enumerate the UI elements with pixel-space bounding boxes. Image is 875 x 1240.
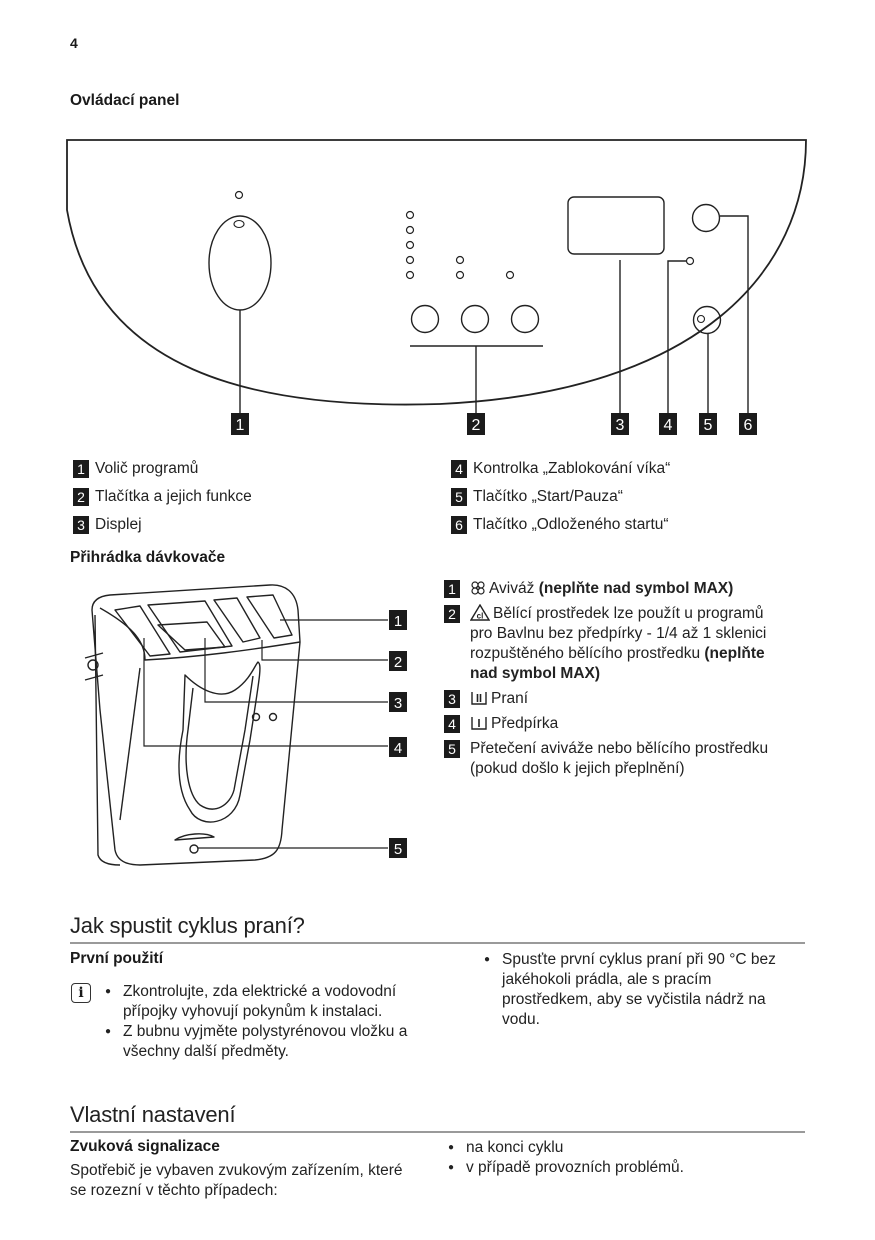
- bleach-triangle-icon: cl: [470, 604, 490, 621]
- dispenser-legend: 1 Aviváž (neplňte nad symbol MAX) 2 cl B…: [444, 579, 790, 784]
- callout-badge-5: 5: [699, 413, 717, 435]
- option-button-1: [410, 304, 440, 334]
- sound-signal-paragraph: Spotřebič je vybaven zvukovým zařízením,…: [70, 1162, 403, 1199]
- legend-badge: 1: [444, 580, 460, 598]
- legend-badge: 2: [444, 605, 460, 623]
- first-use-heading: První použití: [70, 950, 163, 967]
- legend-text: Volič programů: [95, 460, 199, 477]
- dispenser-callout-3: 3: [389, 692, 407, 712]
- callout-label: 4: [664, 417, 673, 434]
- legend-text: Tlačítka a jejich funkce: [95, 488, 252, 505]
- softener-flower-icon: [471, 581, 485, 595]
- sound-signal-list: na konci cyklu v případě provozních prob…: [446, 1138, 786, 1178]
- dispenser-callout-2: 2: [389, 651, 407, 671]
- program-selector-knob-icon: [208, 215, 272, 311]
- dispenser-item-4: 4 Předpírka: [444, 714, 790, 734]
- section-divider: [70, 1131, 805, 1133]
- section-divider: [70, 942, 805, 944]
- callout-label: 6: [744, 417, 753, 434]
- lid-lock-led: [685, 256, 695, 266]
- legend-item: 2 Tlačítka a jejich funkce: [73, 483, 252, 511]
- callout-label: 3: [616, 417, 625, 434]
- list-item: Zkontrolujte, zda elektrické a vodovodní…: [103, 982, 423, 1022]
- dispenser-callout-5: 5: [389, 838, 407, 858]
- dispenser-item-2: 2 cl Bělící prostředek lze použít u prog…: [444, 604, 790, 684]
- control-panel-legend-left: 1 Volič programů 2 Tlačítka a jejich funkc…: [73, 455, 252, 539]
- list-item: v případě provozních problémů.: [446, 1158, 786, 1178]
- dispenser-callout-4: 4: [389, 737, 407, 757]
- legend-badge: 6: [451, 515, 467, 534]
- legend-text: Praní: [491, 690, 529, 707]
- page-number: 4: [70, 35, 78, 51]
- legend-badge: 3: [444, 690, 460, 708]
- callout-label: 5: [704, 417, 713, 434]
- legend-badge: 1: [73, 459, 89, 478]
- section-title-start: Jak spustit cyklus praní?: [70, 913, 305, 938]
- callout-label: 1: [394, 613, 402, 630]
- legend-item: 1 Volič programů: [73, 455, 252, 483]
- legend-item: 6 Tlačítko „Odloženého startu“: [451, 511, 670, 539]
- legend-bold-text: (neplňte nad symbol MAX): [538, 580, 734, 597]
- dispenser-body: [91, 584, 301, 866]
- legend-text: Aviváž: [489, 580, 539, 597]
- callout-badge-3: 3: [611, 413, 629, 435]
- legend-badge: 3: [73, 515, 89, 534]
- dispenser-item-1: 1 Aviváž (neplňte nad symbol MAX): [444, 579, 790, 599]
- first-use-right-list: Spusťte první cyklus praní při 90 °C bez…: [482, 950, 802, 1030]
- callout-label: 2: [394, 654, 402, 671]
- legend-item: 4 Kontrolka „Zablokování víka“: [451, 455, 670, 483]
- legend-badge: 4: [444, 715, 460, 733]
- callout-badge-6: 6: [739, 413, 757, 435]
- legend-text: Tlačítko „Start/Pauza“: [473, 488, 623, 505]
- callout-badge-2: 2: [467, 413, 485, 435]
- control-panel-heading: Ovládací panel: [70, 92, 180, 109]
- panel-outline: [66, 139, 807, 406]
- dispenser-diagram: 1 2 3 4 5: [84, 584, 407, 866]
- control-panel-diagram: 1 2 3 4 5 6: [66, 139, 807, 435]
- option-button-2: [460, 304, 490, 334]
- display-screen: [567, 196, 665, 255]
- dispenser-item-5: 5 Přetečení aviváže nebo bělícího prostř…: [444, 739, 790, 779]
- sound-signal-heading: Zvuková signalizace: [70, 1138, 220, 1155]
- main-wash-icon: [471, 692, 487, 705]
- callout-badge-4: 4: [659, 413, 677, 435]
- callout-label: 3: [394, 695, 402, 712]
- legend-badge: 4: [451, 459, 467, 478]
- prewash-icon: [471, 717, 487, 730]
- svg-text:cl: cl: [477, 612, 484, 621]
- legend-text: Bělící prostředek lze použít u programů …: [470, 605, 767, 662]
- first-use-left-list: Zkontrolujte, zda elektrické a vodovodní…: [103, 982, 423, 1062]
- program-indicator-led: [234, 190, 244, 200]
- start-pause-button: [692, 305, 722, 335]
- legend-text: Displej: [95, 516, 142, 533]
- callout-label: 2: [472, 417, 481, 434]
- dispenser-heading: Přihrádka dávkovače: [70, 549, 226, 566]
- list-item: Z bubnu vyjměte polystyrénovou vložku a …: [103, 1022, 423, 1062]
- callout-badge-1: 1: [231, 413, 249, 435]
- callout-label: 4: [394, 740, 402, 757]
- legend-badge: 2: [73, 487, 89, 506]
- legend-item: 5 Tlačítko „Start/Pauza“: [451, 483, 670, 511]
- callout-label: 1: [236, 417, 245, 434]
- option-leds: [405, 210, 515, 280]
- legend-text: Předpírka: [491, 715, 559, 732]
- delay-start-button: [691, 203, 721, 233]
- dispenser-callout-1: 1: [389, 610, 407, 630]
- list-item: na konci cyklu: [446, 1138, 786, 1158]
- legend-text: Tlačítko „Odloženého startu“: [473, 516, 669, 533]
- legend-text: Kontrolka „Zablokování víka“: [473, 460, 671, 477]
- legend-badge: 5: [451, 487, 467, 506]
- legend-item: 3 Displej: [73, 511, 252, 539]
- legend-badge: 5: [444, 740, 460, 758]
- option-button-3: [510, 304, 540, 334]
- legend-text: Přetečení aviváže nebo bělícího prostřed…: [470, 740, 769, 777]
- list-item: Spusťte první cyklus praní při 90 °C bez…: [482, 950, 802, 1030]
- info-icon: i: [71, 983, 91, 1003]
- legend-bold-text: (neplňte nad symbol MAX): [470, 645, 765, 682]
- dispenser-item-3: 3 Praní: [444, 689, 790, 709]
- callout-label: 5: [394, 841, 402, 858]
- section-title-settings: Vlastní nastavení: [70, 1102, 236, 1127]
